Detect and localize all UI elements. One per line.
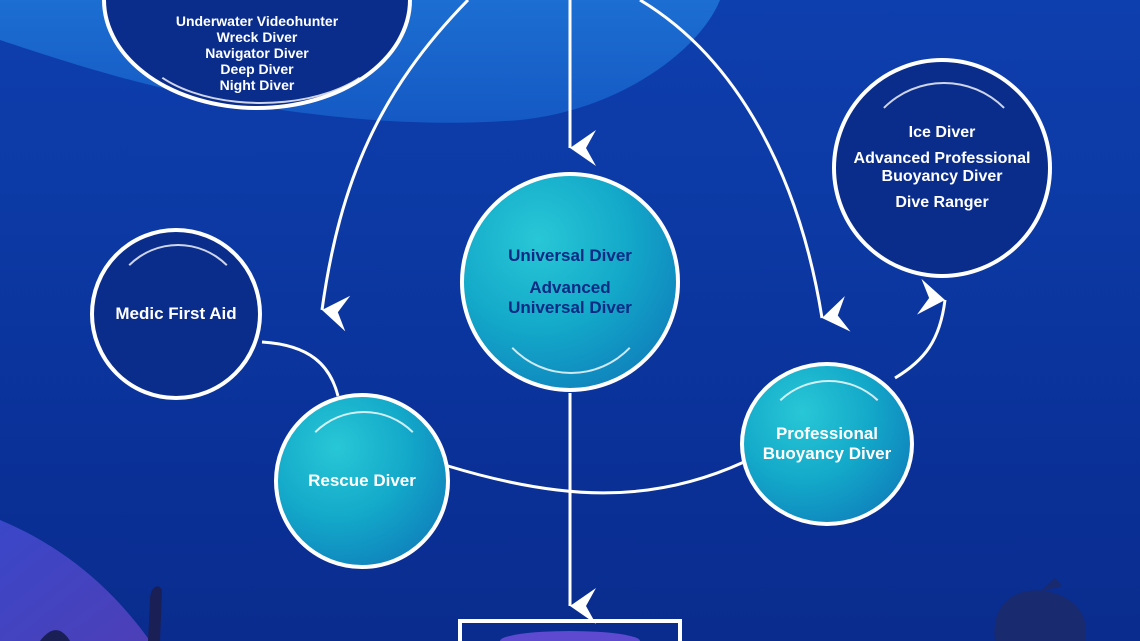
dive-ranger-label: Dive Ranger [895, 194, 989, 211]
arrow-top-to-right [639, 0, 851, 332]
professional-buoyancy-diver-node: Professional Buoyancy Diver [740, 362, 914, 526]
arrow-buoyancy-to-specialties [894, 278, 947, 380]
rescue-diver-node: Rescue Diver [274, 393, 450, 569]
bottom-box-glow [500, 631, 640, 641]
specialty-deep-label: Deep Diver [220, 60, 294, 77]
universal-diver-node: Universal Diver Advanced Universal Diver [460, 172, 680, 392]
advanced-pro-buoyancy-line2-label: Buoyancy Diver [881, 168, 1003, 185]
medic-first-aid-node: Medic First Aid [90, 228, 262, 400]
connector-rescue-to-buoyancy [447, 460, 745, 495]
professional-buoyancy-line2-label: Buoyancy Diver [762, 444, 892, 463]
specialties-right-node: Ice Diver Advanced Professional Buoyancy… [832, 58, 1052, 278]
bottom-level-box [458, 619, 682, 641]
arrow-top-to-left [320, 0, 470, 332]
connector-medic-to-rescue [261, 340, 340, 397]
specialty-wreck-label: Wreck Diver [216, 28, 298, 45]
specialty-navigator-label: Navigator Diver [205, 44, 309, 61]
medic-first-aid-label: Medic First Aid [115, 304, 237, 323]
rescue-diver-label: Rescue Diver [308, 471, 416, 490]
diver-helmet-silhouette-right-icon [994, 578, 1086, 641]
advanced-universal-line2-label: Universal Diver [508, 298, 632, 317]
diver-silhouette-left-icon [40, 586, 162, 641]
advanced-universal-line1-label: Advanced [529, 278, 611, 297]
bottom-left-wave-shape [0, 520, 150, 641]
advanced-pro-buoyancy-line1-label: Advanced Professional [853, 150, 1031, 167]
ice-diver-label: Ice Diver [908, 124, 976, 141]
professional-buoyancy-line1-label: Professional [775, 424, 879, 443]
universal-diver-label: Universal Diver [508, 246, 632, 265]
specialty-night-label: Night Diver [219, 76, 295, 93]
specialty-videohunter-label: Underwater Videohunter [175, 12, 339, 29]
